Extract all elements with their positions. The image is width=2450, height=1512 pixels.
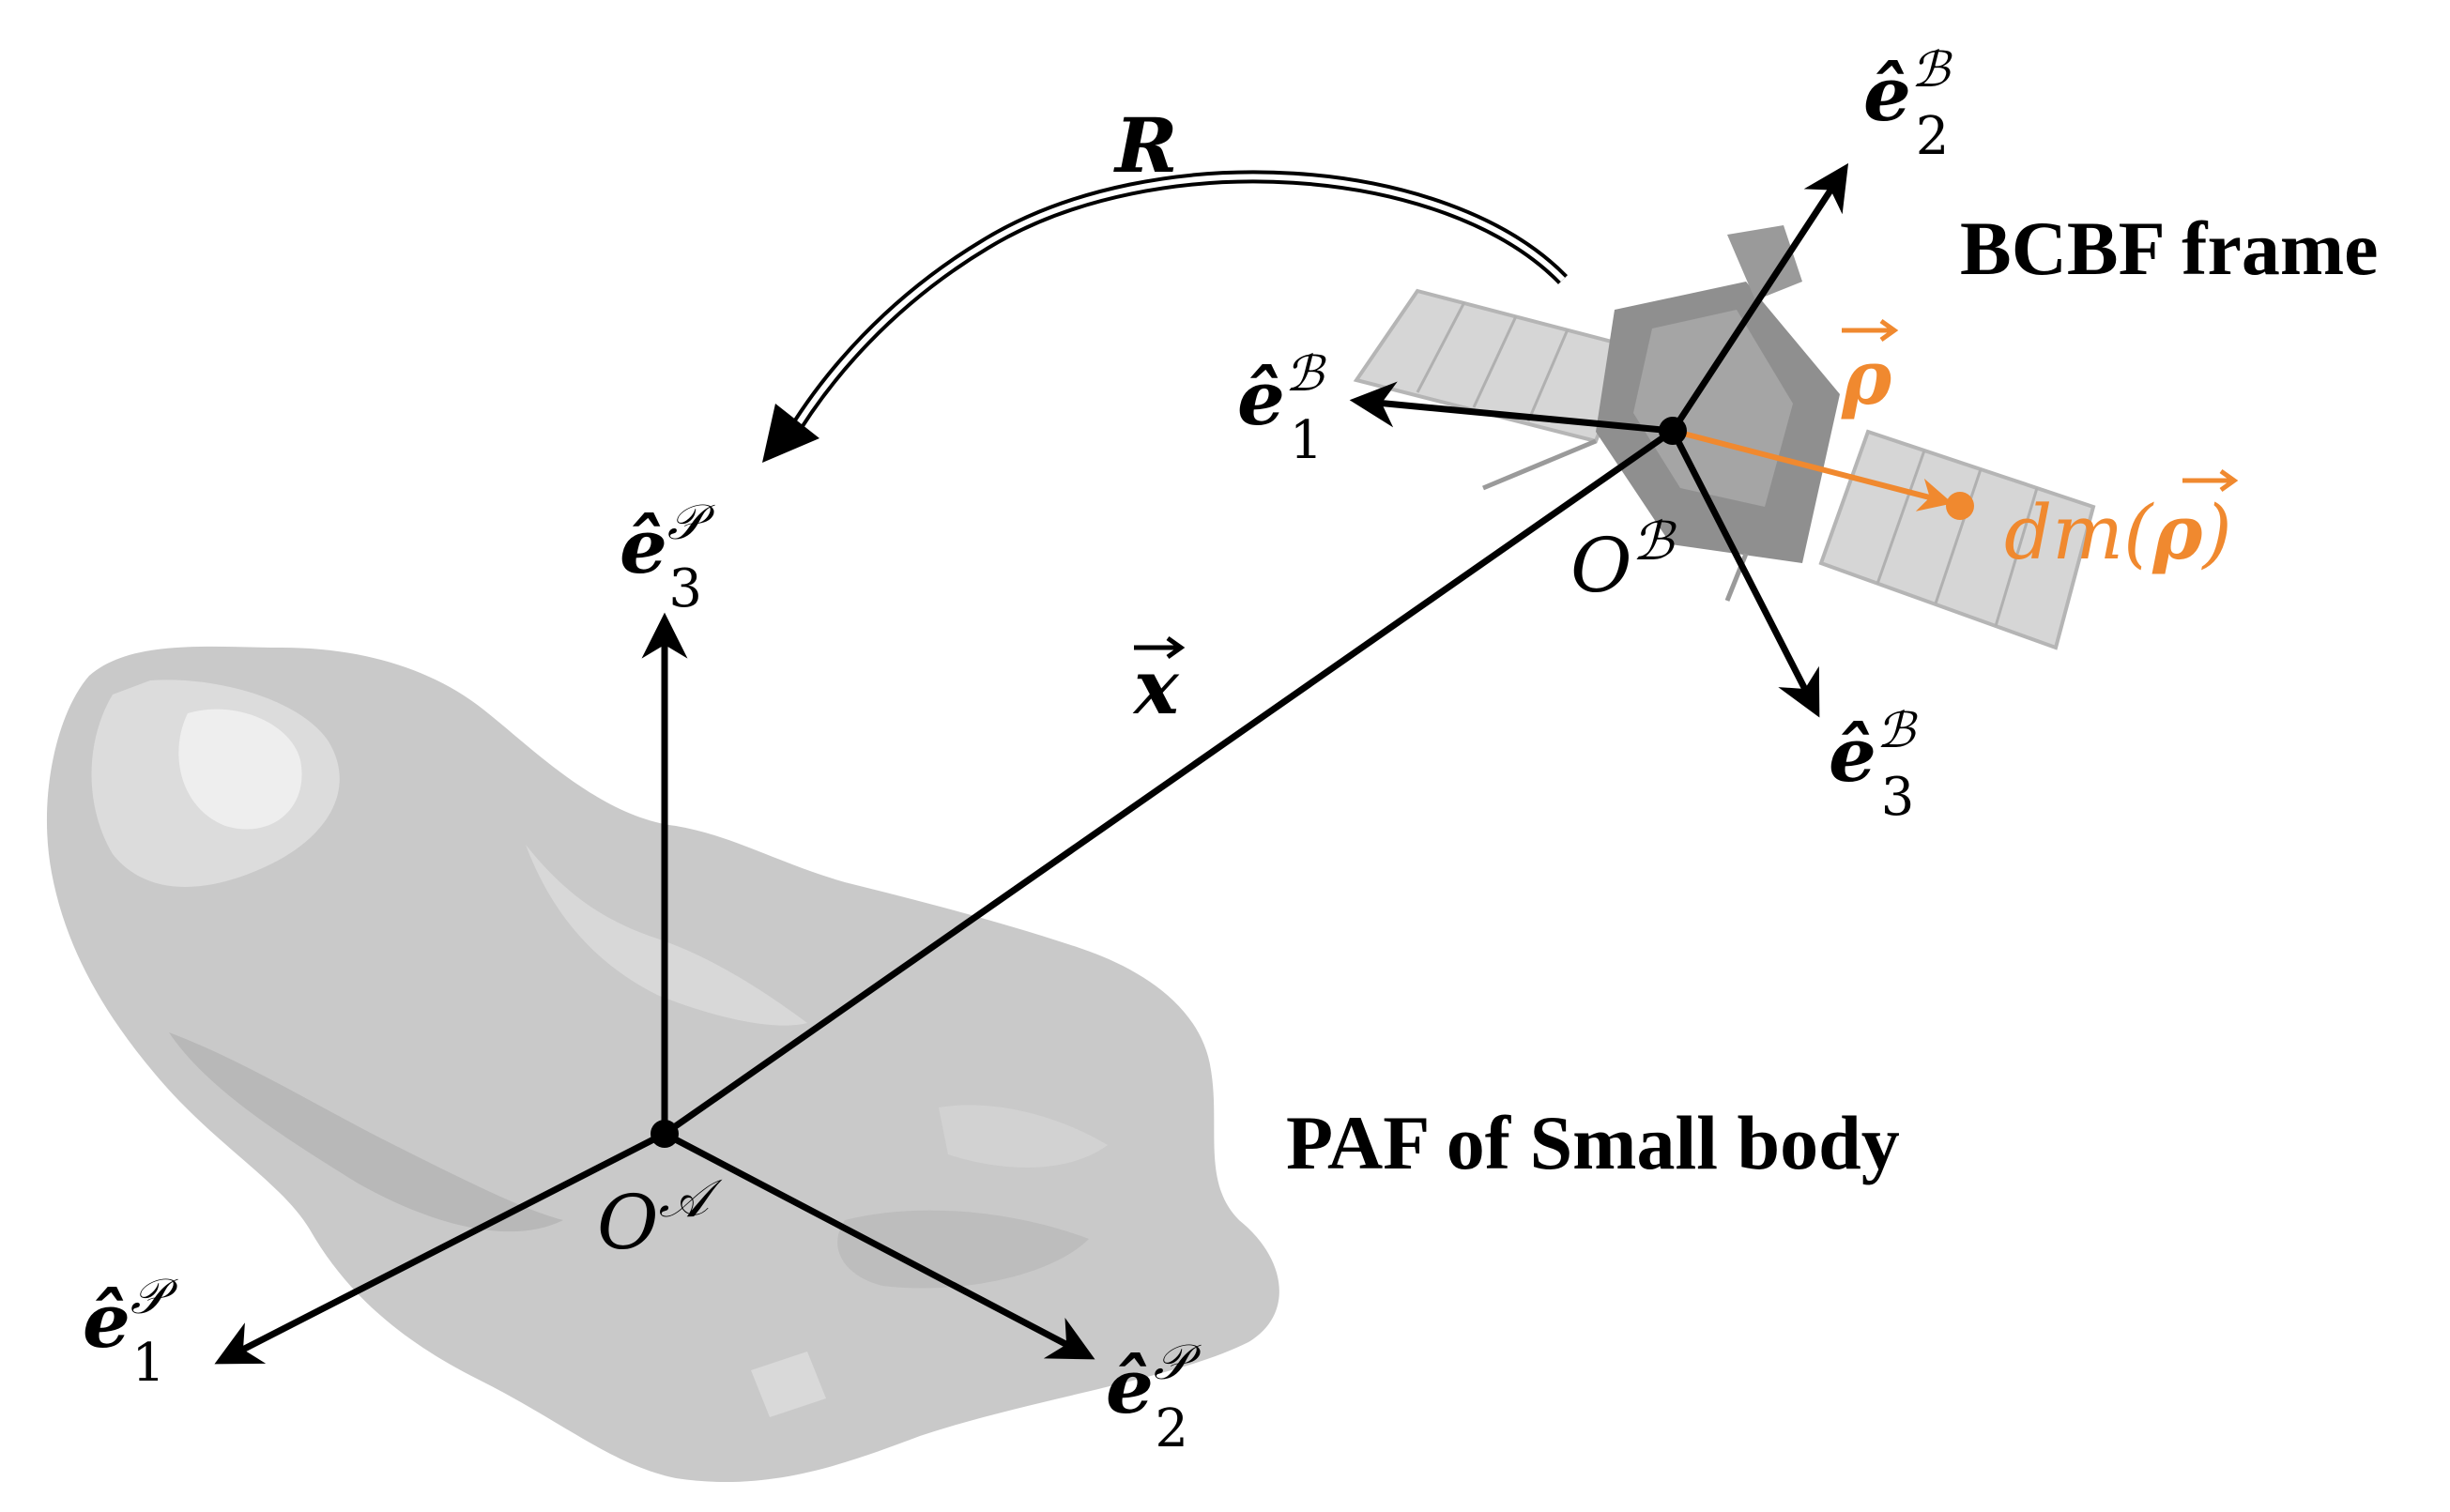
origin-a-label: O𝒜 bbox=[597, 1168, 723, 1266]
rho-label: ρ bbox=[1841, 318, 1899, 421]
mass-element-prefix: dm( bbox=[2004, 489, 2154, 576]
mass-element-rho: ρ bbox=[2151, 488, 2203, 576]
position-vector-label: x bbox=[1132, 635, 1186, 731]
body-e2-axis bbox=[1670, 162, 1849, 433]
bcbf-frame-label: BCBF frame bbox=[1960, 206, 2379, 291]
spacecraft-silhouette bbox=[1353, 225, 2096, 650]
origin-a-point bbox=[651, 1120, 679, 1148]
rho-vector-line bbox=[1672, 428, 1953, 512]
paf-axes bbox=[214, 612, 1095, 1365]
paf-e2-axis bbox=[663, 1130, 1095, 1360]
rotation-arrow bbox=[762, 170, 1569, 463]
mass-element-label: dm(ρ) bbox=[2004, 468, 2239, 576]
mass-element-point bbox=[1946, 492, 1974, 520]
body-e1-axis bbox=[1349, 381, 1674, 435]
position-vector-symbol: x bbox=[1132, 643, 1180, 731]
rho-symbol: ρ bbox=[1841, 333, 1892, 421]
paf-e1-axis bbox=[214, 1130, 666, 1365]
paf-frame-label: PAF of Small body bbox=[1286, 1100, 1900, 1185]
origin-b-label: Oℬ bbox=[1570, 512, 1677, 609]
origin-b-point bbox=[1659, 417, 1687, 445]
rotation-label: R bbox=[1113, 101, 1177, 190]
body-axes bbox=[1349, 162, 1974, 718]
mass-element-suffix: ) bbox=[2200, 489, 2231, 576]
body-e3-axis bbox=[1669, 429, 1820, 718]
svg-text:dm(ρ): dm(ρ) bbox=[2004, 488, 2232, 576]
position-vector-line bbox=[662, 428, 1676, 1137]
